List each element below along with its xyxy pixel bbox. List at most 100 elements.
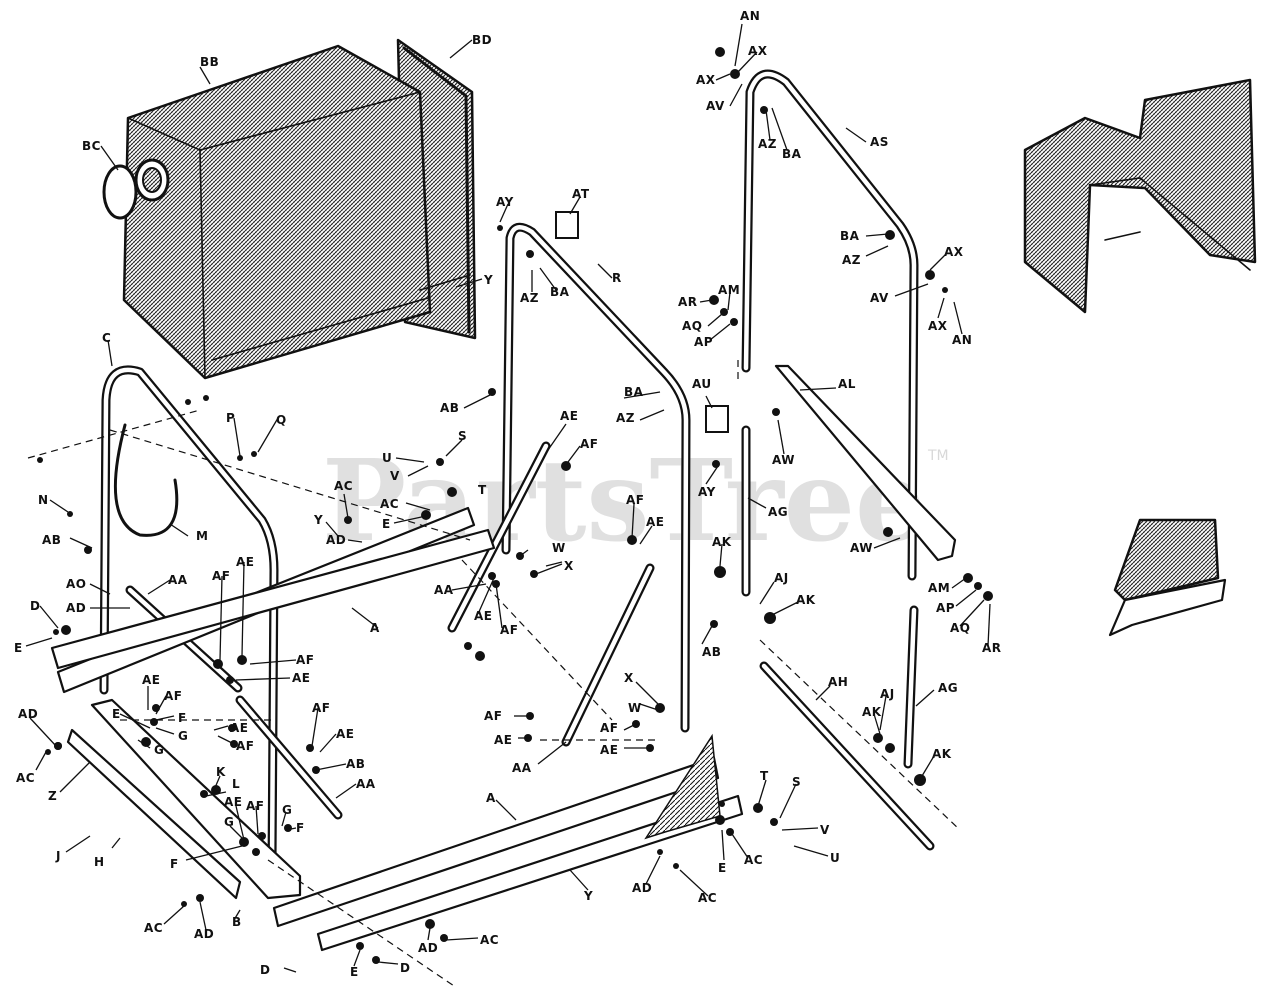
callout-s-top: S [458, 429, 467, 443]
callout-ae-l1: AE [236, 555, 254, 569]
callout-bb: BB [200, 55, 219, 69]
callout-v-bot: V [820, 823, 830, 837]
callout-h: H [94, 855, 105, 869]
left-frame-tube [99, 365, 279, 870]
leader-lines [25, 23, 991, 973]
callout-ay-mid: AY [698, 485, 716, 499]
callout-ax-top-1: AX [748, 44, 768, 58]
callout-ah: AH [828, 675, 848, 689]
callout-av-top: AV [706, 99, 725, 113]
callout-bd: BD [472, 33, 492, 47]
rails [50, 506, 744, 952]
callout-ak-c2: AK [796, 593, 816, 607]
callout-ac-bot-3: AC [144, 921, 163, 935]
callout-ae-c1: AE [646, 515, 664, 529]
bag-body [122, 44, 432, 380]
callout-aq-top: AQ [682, 319, 703, 333]
callout-d-left: D [30, 599, 40, 613]
callout-ac-bot-4: AC [480, 933, 499, 947]
callout-af-c1: AF [626, 493, 644, 507]
inset-bracket-view [1108, 518, 1227, 637]
callout-ax-top-2: AX [696, 73, 716, 87]
assembly-lines [27, 360, 961, 986]
callout-f-b1: F [296, 821, 305, 835]
callout-e-g2: E [112, 707, 121, 721]
callout-p: P [226, 411, 235, 425]
callout-bc: BC [82, 139, 101, 153]
callout-af-m: AF [500, 623, 518, 637]
callout-t-top: T [478, 483, 487, 497]
callout-af-r1: AF [580, 437, 598, 451]
right-frame-tube [741, 69, 957, 581]
callout-am-r: AM [928, 581, 950, 595]
callout-ac-top: AC [334, 479, 353, 493]
callout-ad-left: AD [66, 601, 86, 615]
callout-y-bot: Y [583, 889, 593, 903]
bag-chute-ring [102, 158, 170, 220]
callout-au: AU [692, 377, 712, 391]
callout-an-top: AN [740, 9, 760, 23]
callout-d-bot-2: D [400, 961, 410, 975]
callout-e-left: E [14, 641, 23, 655]
callout-af-g1: AF [164, 689, 182, 703]
callout-e-bot-2: E [350, 965, 359, 979]
callout-ar-top: AR [678, 295, 698, 309]
callout-a-bot: A [486, 791, 496, 805]
callout-af-g3: AF [236, 739, 254, 753]
callout-ak-br-2: AK [932, 747, 952, 761]
callout-q: Q [276, 413, 287, 427]
callout-ae-m: AE [474, 609, 492, 623]
callout-y-bag: Y [483, 273, 493, 287]
callout-aa-mid: AA [434, 583, 454, 597]
middle-frame-tube [501, 211, 729, 733]
callout-g-b2: G [224, 815, 234, 829]
callout-ae-b1: AE [336, 727, 354, 741]
callout-af-bm: AF [484, 709, 502, 723]
callout-ak-c: AK [712, 535, 732, 549]
callout-aa-b: AA [356, 777, 376, 791]
callout-aw-bot: AW [850, 541, 873, 555]
callout-y-mid: Y [313, 513, 323, 527]
callout-aa-bm: AA [512, 761, 532, 775]
callout-af-b2: AF [246, 799, 264, 813]
callout-ab-mid: AB [440, 401, 459, 415]
callout-j: J [55, 849, 61, 863]
callout-aj-br: AJ [880, 687, 895, 701]
callout-z: Z [48, 789, 57, 803]
callout-ae-r1: AE [560, 409, 578, 423]
callout-ar-r: AR [982, 641, 1002, 655]
callout-d-bot: D [260, 963, 270, 977]
callout-ax-mid: AX [944, 245, 964, 259]
callout-ba-mid: BA [840, 229, 860, 243]
callout-ag-top: AG [768, 505, 788, 519]
callout-m: M [196, 529, 208, 543]
callout-ad-bot-3: AD [418, 941, 438, 955]
callout-af-l1: AF [212, 569, 230, 583]
callout-ae-bm-2: AE [600, 743, 618, 757]
callout-ac-top-2: AC [380, 497, 399, 511]
callout-an-mid: AN [952, 333, 972, 347]
callout-az-top: AZ [758, 137, 777, 151]
callout-aj-c: AJ [774, 571, 789, 585]
callout-labels: AN AX AX AV AZ BA AS BB BD BC Y AY AT AZ… [14, 9, 1002, 979]
callout-ba-l2: BA [624, 385, 644, 399]
callout-v-top: V [390, 469, 400, 483]
callout-w-top: W [552, 541, 566, 555]
callout-u-bot: U [830, 851, 840, 865]
callout-l: L [232, 777, 240, 791]
callout-ab-r: AB [702, 645, 721, 659]
callout-ae-g1: AE [142, 673, 160, 687]
watermark-tm: TM [927, 448, 949, 464]
callout-ao: AO [66, 577, 87, 591]
callout-ae-bm: AE [494, 733, 512, 747]
callout-as: AS [870, 135, 889, 149]
callout-ad-bot-1: AD [632, 881, 652, 895]
callout-ac-bot-2: AC [698, 891, 717, 905]
callout-k: K [216, 765, 226, 779]
callout-c: C [102, 331, 111, 345]
callout-s-bot: S [792, 775, 801, 789]
callout-at: AT [572, 187, 590, 201]
callout-w-bot: W [628, 701, 642, 715]
callout-ak-br: AK [862, 705, 882, 719]
callout-ac-bot-1: AC [744, 853, 763, 867]
